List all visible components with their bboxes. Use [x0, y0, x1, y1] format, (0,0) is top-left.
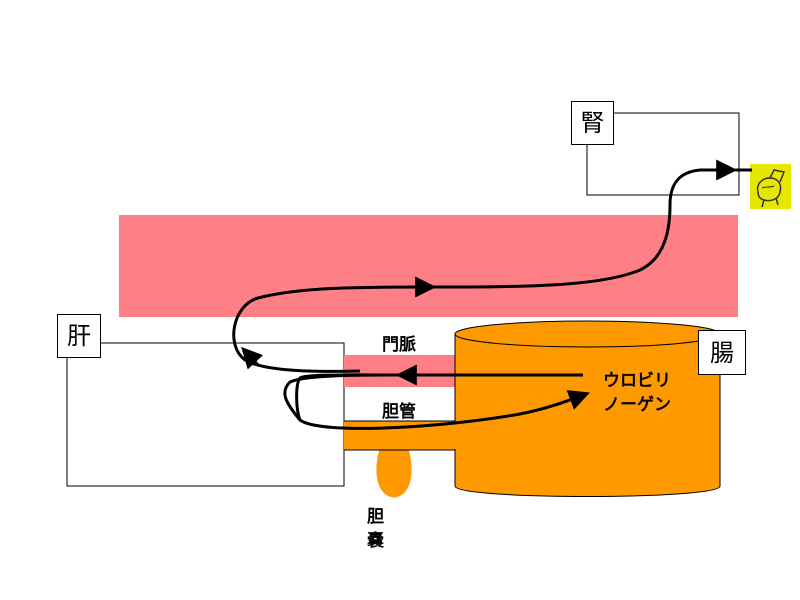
liver-label: 肝: [57, 314, 101, 358]
blood-circulation-band: [119, 215, 738, 317]
arrow-bile-start: [295, 373, 401, 421]
arrow-liver-mid: [241, 346, 264, 370]
kidney-label: 腎: [571, 101, 614, 145]
liver-frame: [66, 342, 345, 487]
toilet-icon: [750, 164, 791, 209]
bile-duct-opening: [452, 422, 460, 449]
gallbladder-label-top: 胆: [367, 507, 384, 527]
intestine-top: [454, 320, 721, 348]
portal-vein-band: [344, 355, 456, 387]
portal-vein-label: 門脈: [382, 335, 416, 355]
gallbladder-shape: [376, 448, 412, 498]
kidney-frame: [586, 112, 740, 196]
intestine-label: 腸: [698, 330, 746, 375]
intestine-body: [454, 333, 721, 497]
urobilinogen-label-line1: ウロビリ: [603, 371, 671, 391]
gallbladder-label-bottom: 嚢: [367, 531, 384, 551]
bile-duct-label: 胆管: [382, 402, 416, 422]
urobilinogen-label-line2: ノーゲン: [603, 395, 671, 415]
